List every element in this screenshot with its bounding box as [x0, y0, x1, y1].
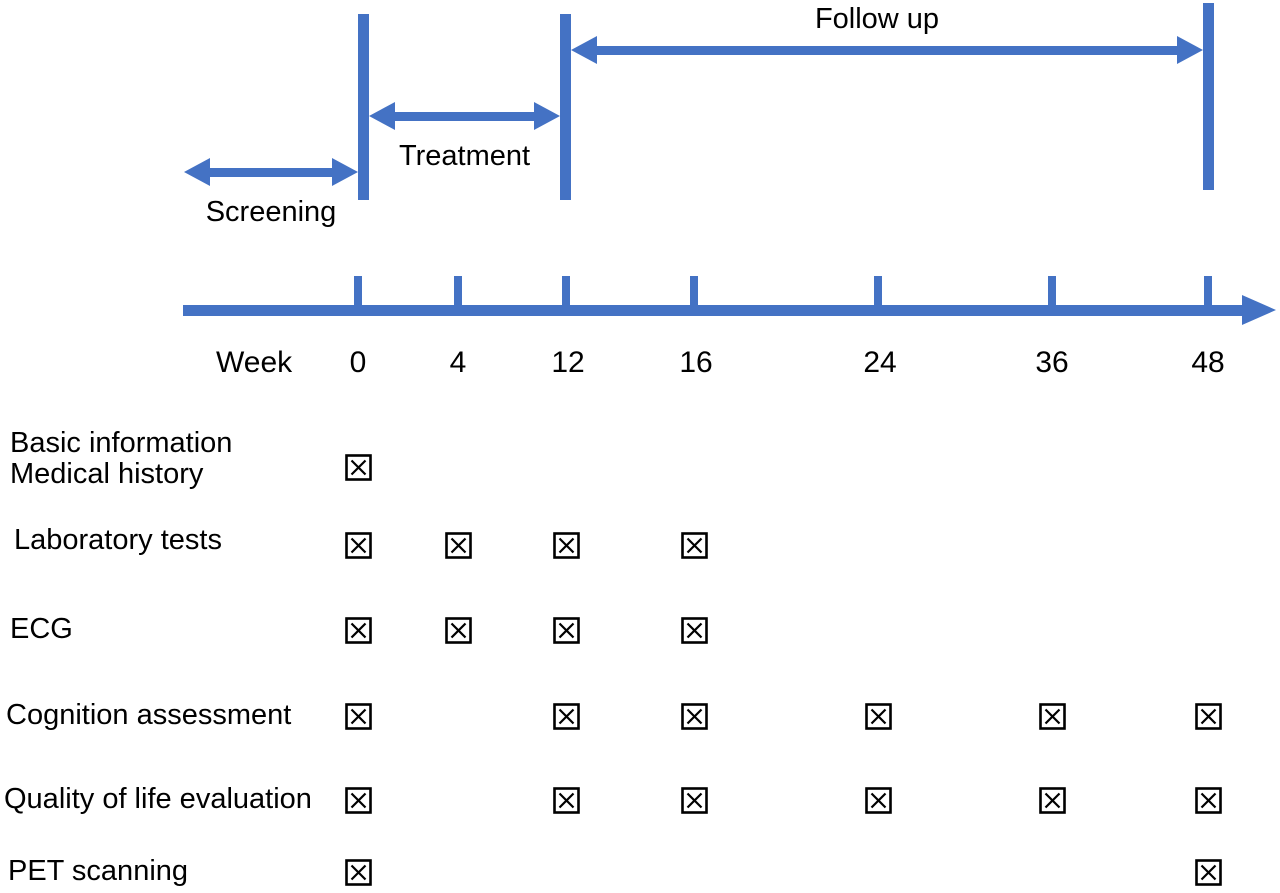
- checked-box-icon-week-48: [1194, 786, 1222, 814]
- followup-phase-arrow: [571, 36, 1203, 64]
- week-axis-label: Week: [216, 346, 293, 379]
- arrow-left-head-icon: [369, 102, 395, 130]
- week-label-24: 24: [863, 346, 897, 379]
- checked-box-icon-week-12: [552, 531, 580, 559]
- arrow-right-head-icon: [534, 102, 560, 130]
- axis-tick-week-48: [1204, 276, 1212, 309]
- checked-box-icon-week-48: [1194, 702, 1222, 730]
- arrow-left-head-icon: [184, 158, 210, 186]
- arrow-right-head-icon: [1177, 36, 1203, 64]
- week-label-12: 12: [551, 346, 585, 379]
- arrow-shaft: [395, 111, 534, 121]
- checked-box-icon-week-0: [344, 616, 372, 644]
- timeline-axis: [183, 305, 1245, 316]
- checked-box-icon-week-36: [1038, 702, 1066, 730]
- row-label-ecg: ECG: [10, 613, 73, 645]
- timeline-arrowhead-icon: [1242, 295, 1276, 325]
- checked-box-icon-week-4: [444, 616, 472, 644]
- row-label-cognition-assessment: Cognition assessment: [6, 699, 292, 731]
- row-label-laboratory-tests: Laboratory tests: [14, 524, 222, 556]
- week-label-16: 16: [679, 346, 713, 379]
- axis-tick-week-24: [874, 276, 882, 309]
- week-label-4: 4: [449, 346, 467, 379]
- checked-box-icon-week-16: [680, 616, 708, 644]
- checked-box-icon-week-0: [344, 531, 372, 559]
- axis-tick-week-36: [1048, 276, 1056, 309]
- checked-box-icon-week-12: [552, 616, 580, 644]
- screening-phase-arrow: [184, 158, 358, 186]
- milestone-bar-week-0: [358, 14, 369, 200]
- milestone-bar-week-48: [1203, 3, 1214, 190]
- arrow-left-head-icon: [571, 36, 597, 64]
- checked-box-icon-week-48: [1194, 858, 1222, 886]
- followup-phase-label: Follow up: [814, 3, 940, 35]
- checked-box-icon-week-12: [552, 702, 580, 730]
- checked-box-icon-week-0: [344, 858, 372, 886]
- checked-box-icon-week-16: [680, 531, 708, 559]
- axis-tick-week-4: [454, 276, 462, 309]
- checked-box-icon-week-0: [344, 453, 372, 481]
- treatment-phase-label: Treatment: [398, 140, 531, 172]
- checked-box-icon-week-0: [344, 786, 372, 814]
- checked-box-icon-week-12: [552, 786, 580, 814]
- screening-phase-label: Screening: [205, 196, 337, 228]
- checked-box-icon-week-24: [864, 786, 892, 814]
- row-label-quality-of-life-evaluation: Quality of life evaluation: [4, 783, 312, 815]
- arrow-right-head-icon: [332, 158, 358, 186]
- row-label-pet-scanning: PET scanning: [8, 855, 189, 887]
- checked-box-icon-week-16: [680, 702, 708, 730]
- week-label-36: 36: [1035, 346, 1069, 379]
- axis-tick-week-0: [354, 276, 362, 309]
- arrow-shaft: [210, 167, 332, 177]
- week-label-0: 0: [349, 346, 367, 379]
- treatment-phase-arrow: [369, 102, 560, 130]
- axis-tick-week-12: [562, 276, 570, 309]
- checked-box-icon-week-24: [864, 702, 892, 730]
- checked-box-icon-week-16: [680, 786, 708, 814]
- week-label-48: 48: [1191, 346, 1225, 379]
- milestone-bar-week-12: [560, 14, 571, 200]
- arrow-shaft: [597, 45, 1177, 55]
- axis-tick-week-16: [690, 276, 698, 309]
- checked-box-icon-week-36: [1038, 786, 1066, 814]
- checked-box-icon-week-4: [444, 531, 472, 559]
- row-label-basic-information-medical-history: Basic information Medical history: [10, 427, 233, 490]
- checked-box-icon-week-0: [344, 702, 372, 730]
